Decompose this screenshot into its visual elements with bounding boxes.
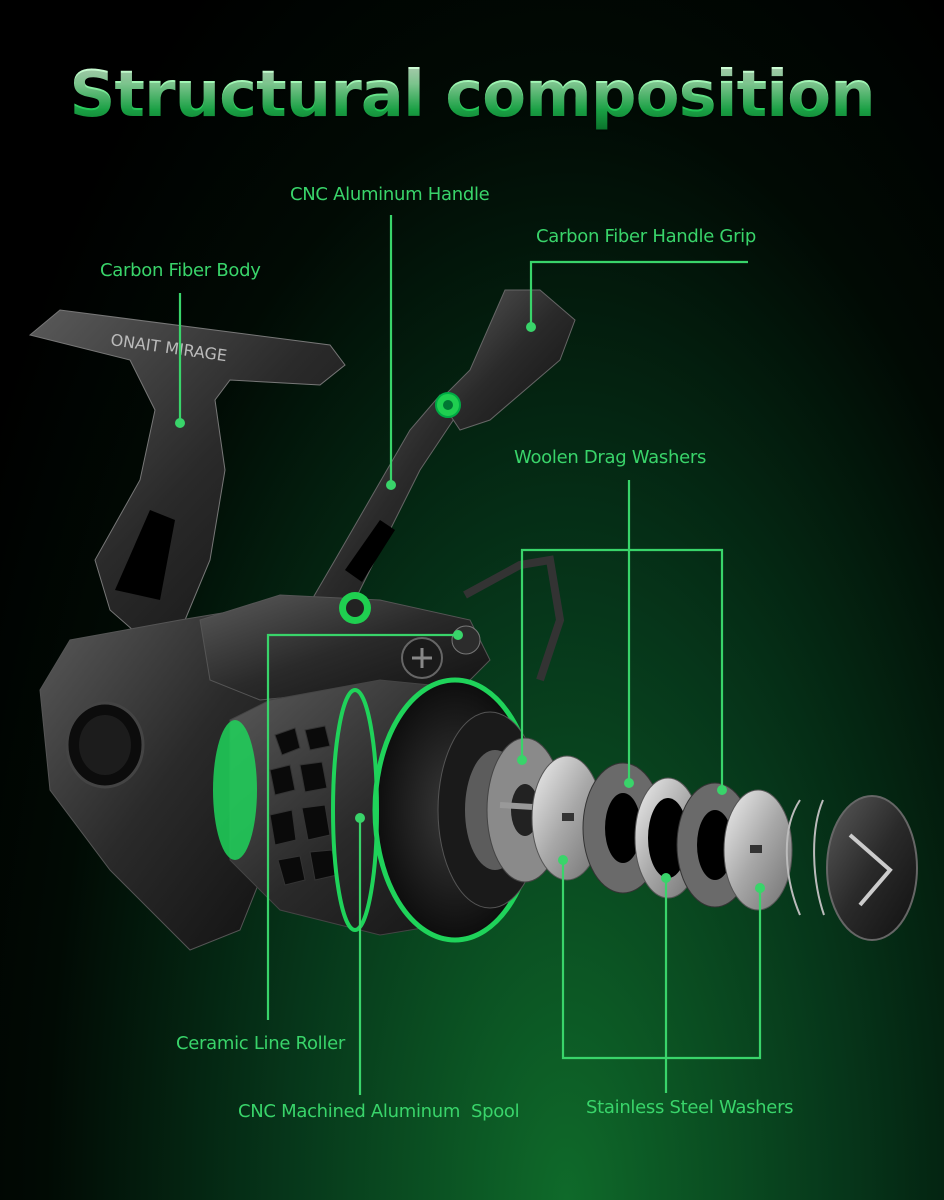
washers xyxy=(486,737,918,941)
carbon-fiber-body: ONAIT MIRAGE xyxy=(28,309,346,646)
label-ceramic-line-roller: Ceramic Line Roller xyxy=(176,1033,345,1054)
page-title: Structural composition xyxy=(0,58,944,132)
callout-dots xyxy=(175,322,765,893)
label-cnc-aluminum-handle: CNC Aluminum Handle xyxy=(290,184,490,205)
callout-lines xyxy=(178,215,762,1095)
label-cnc-machined-spool: CNC Machined Aluminum Spool xyxy=(238,1101,520,1122)
label-carbon-fiber-handle-grip: Carbon Fiber Handle Grip xyxy=(536,226,757,247)
label-carbon-fiber-body: Carbon Fiber Body xyxy=(100,260,261,281)
gear-housing xyxy=(39,609,291,951)
label-stainless-steel-washers: Stainless Steel Washers xyxy=(586,1097,794,1118)
rotor xyxy=(199,555,565,701)
label-woolen-drag-washers: Woolen Drag Washers xyxy=(514,447,707,468)
cnc-aluminum-handle xyxy=(299,289,576,631)
